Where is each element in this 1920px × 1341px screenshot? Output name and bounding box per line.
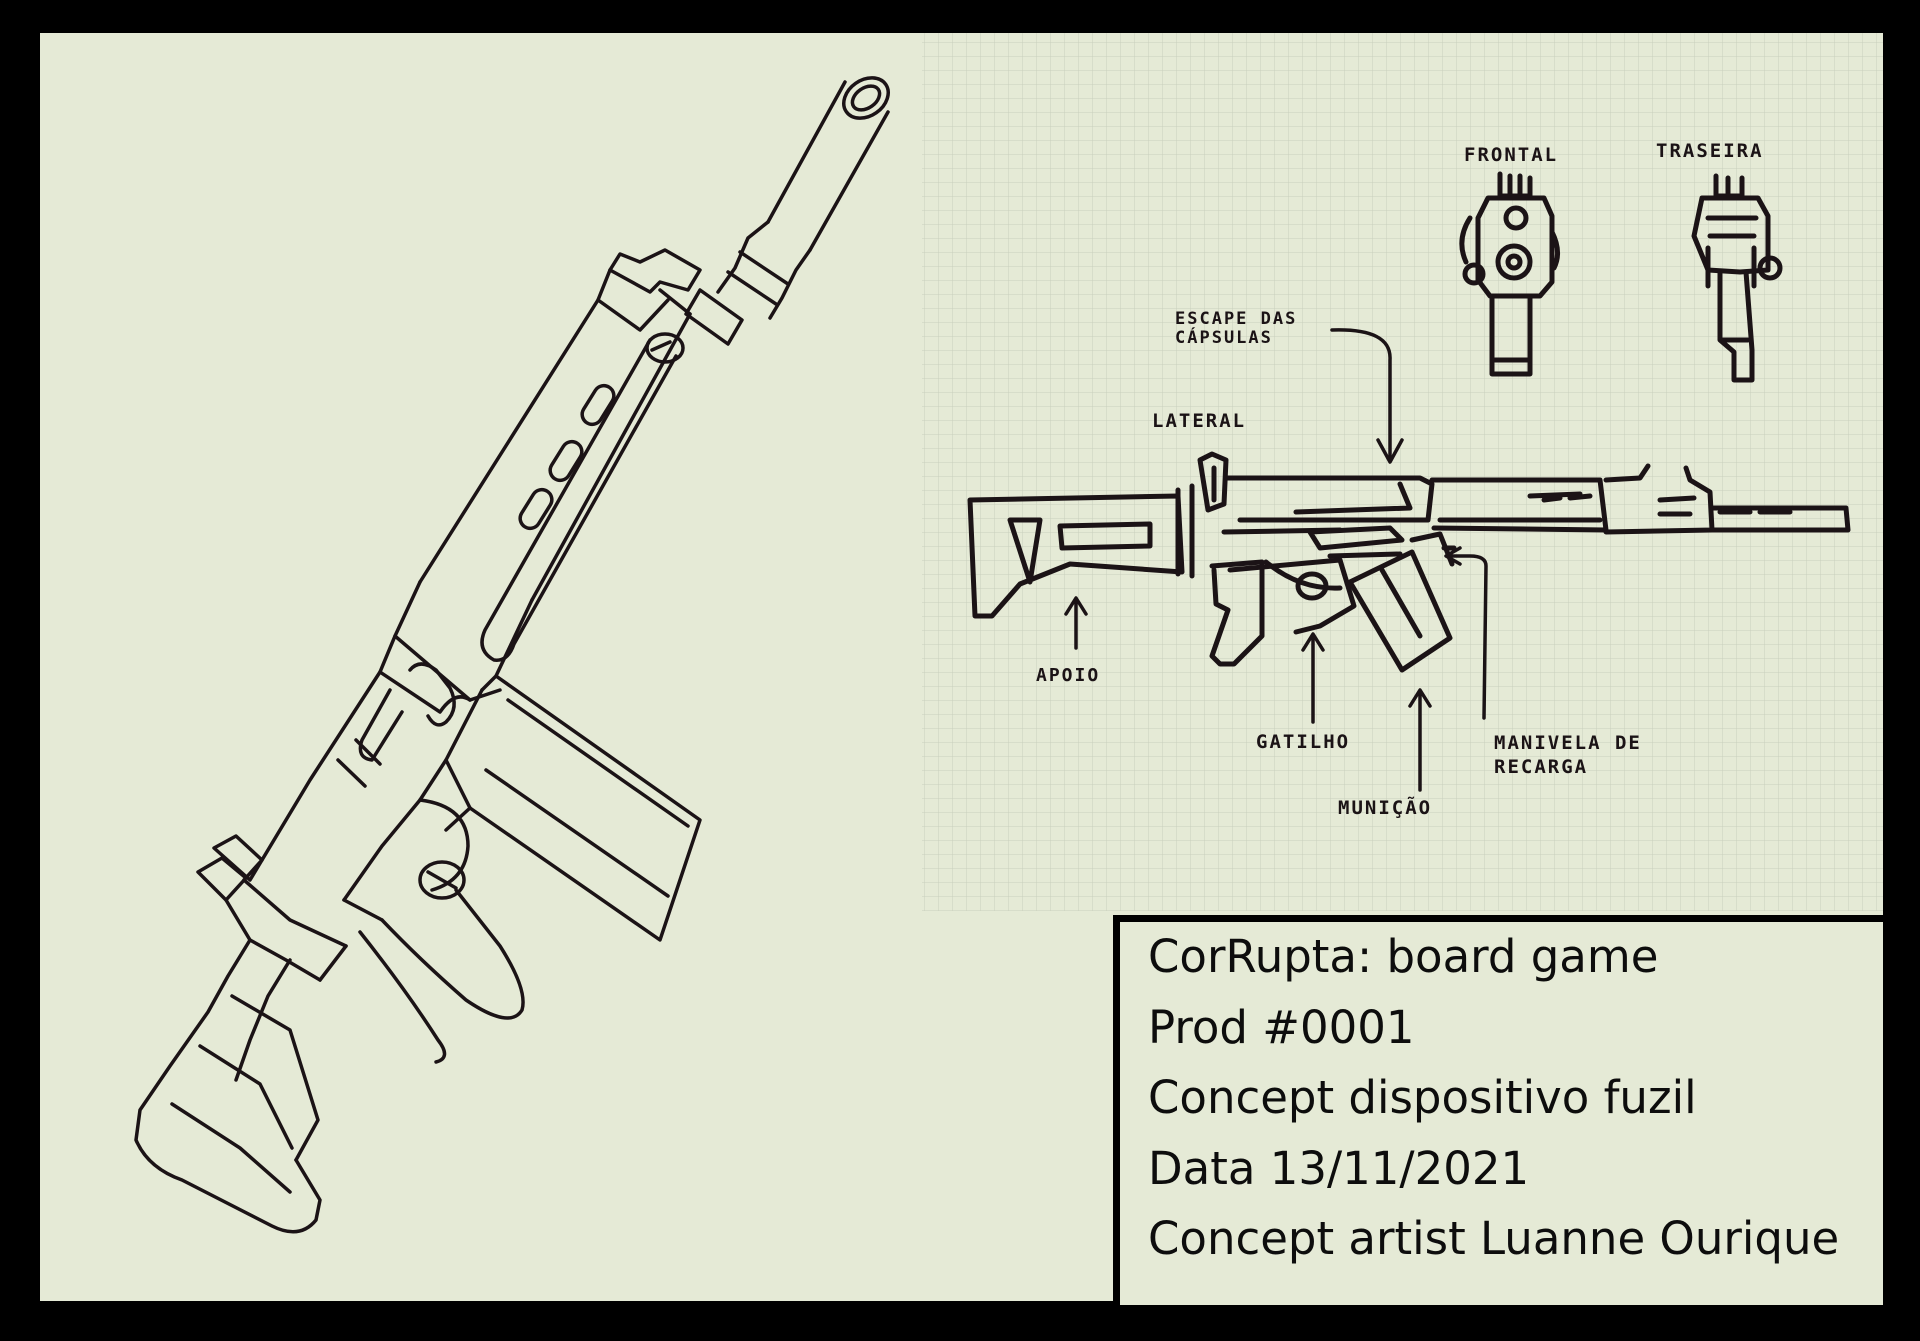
label-traseira: TRASEIRA <box>1656 140 1764 162</box>
info-artist: Concept artist Luanne Ourique <box>1148 1212 1840 1265</box>
label-manivela-line2: RECARGA <box>1494 756 1588 778</box>
rifle-illustration-large <box>134 76 890 1234</box>
label-frontal: FRONTAL <box>1464 144 1558 166</box>
info-prod: Prod #0001 <box>1148 1000 1415 1054</box>
info-date: Data 13/11/2021 <box>1148 1141 1530 1195</box>
label-lateral: LATERAL <box>1152 410 1246 432</box>
grid-panel <box>922 33 1883 911</box>
label-gatilho: GATILHO <box>1256 731 1350 753</box>
label-manivela-line1: MANIVELA DE <box>1494 732 1642 754</box>
label-municao: MUNIÇÃO <box>1338 795 1432 819</box>
rifle-sketch-lateral <box>967 451 1851 673</box>
label-escape-line2: CÁPSULAS <box>1175 326 1273 348</box>
info-concept: Concept dispositivo fuzil <box>1148 1071 1697 1124</box>
rifle-sketch-rear <box>1691 173 1783 383</box>
info-box: CorRupta: board game Prod #0001 Concept … <box>1113 915 1883 1305</box>
label-apoio: APOIO <box>1036 665 1100 686</box>
info-project: CorRupta: board game <box>1148 930 1659 983</box>
callout-arrows <box>1064 328 1488 792</box>
rifle-sketch-front <box>1459 171 1560 377</box>
label-escape-line1: ESCAPE DAS <box>1175 309 1297 329</box>
